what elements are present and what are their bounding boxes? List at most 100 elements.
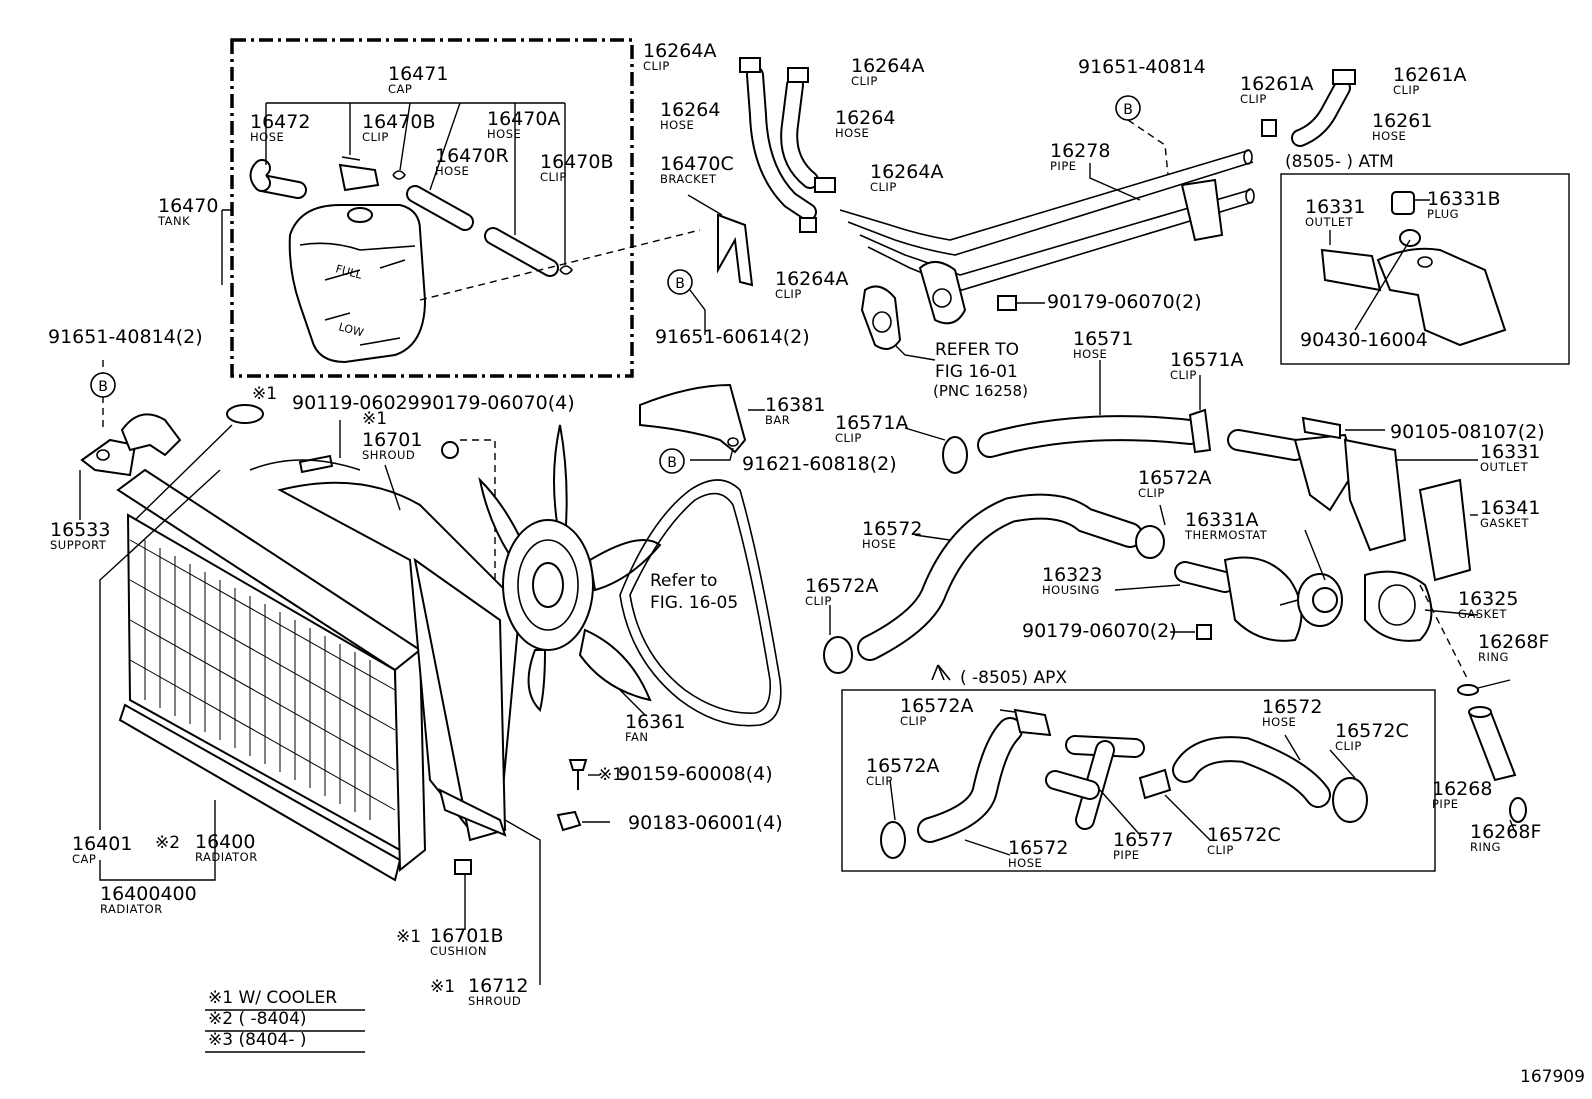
- apx-hoses[interactable]: [880, 708, 1368, 859]
- part-name: CLIP: [362, 130, 389, 144]
- part-number: 16278: [1050, 140, 1110, 162]
- part-number: 16470R: [435, 145, 509, 167]
- svg-text:Refer to: Refer to: [650, 571, 717, 591]
- part-name: HOSE: [435, 164, 469, 178]
- support-16533[interactable]: [80, 413, 182, 477]
- screw-90159[interactable]: [568, 759, 588, 790]
- b-marker-bar: B: [659, 448, 685, 474]
- part-number: 16261: [1372, 110, 1432, 132]
- tank-hose-16472[interactable]: [249, 159, 307, 199]
- clip-90183[interactable]: [556, 810, 582, 832]
- atm-label: (8505- ) ATM: [1285, 152, 1394, 172]
- thermostat-16331a[interactable]: [1279, 573, 1343, 627]
- lower-shroud-16712[interactable]: [438, 788, 507, 837]
- gasket-16325[interactable]: [1364, 570, 1433, 642]
- ring-16268f-2[interactable]: [1509, 797, 1527, 823]
- part-name: CLIP: [540, 170, 567, 184]
- part-name: GASKET: [1458, 607, 1507, 621]
- part-name: HOSE: [1262, 715, 1296, 729]
- part-number: 16701B: [430, 925, 503, 947]
- bracket-16470c[interactable]: [717, 213, 754, 287]
- clip-16470b[interactable]: [392, 170, 407, 180]
- water-outlet-16331[interactable]: [1227, 416, 1407, 552]
- part-number: 16381: [765, 394, 825, 416]
- label-90179-06070-2a: 90179-06070(2): [1047, 291, 1202, 313]
- part-number: 16572A: [1138, 467, 1211, 489]
- label-91651-40814-2: 91651-40814(2): [48, 326, 203, 348]
- ring-16268f-1[interactable]: [1457, 684, 1479, 696]
- svg-text:※3 (8404- ): ※3 (8404- ): [208, 1030, 307, 1050]
- part-number: 16400400: [100, 883, 197, 905]
- reservoir-tank[interactable]: FULL LOW: [288, 204, 427, 364]
- nut-90179[interactable]: [997, 295, 1017, 311]
- part-name: OUTLET: [1480, 460, 1529, 474]
- clip-16470b-2[interactable]: [559, 265, 574, 275]
- part-name: CAP: [388, 82, 412, 96]
- gasket-16341[interactable]: [1418, 478, 1472, 582]
- apx-pipe-16577[interactable]: [1045, 735, 1145, 830]
- pipe-16268[interactable]: [1468, 706, 1517, 782]
- part-number: 16470A: [487, 108, 560, 130]
- part-name: HOSE: [487, 127, 521, 141]
- part-number: 16261A: [1393, 64, 1466, 86]
- part-number: 16261A: [1240, 73, 1313, 95]
- bolt-90119[interactable]: [298, 454, 334, 474]
- part-number: 16472: [250, 111, 310, 133]
- radiator-cap-16401[interactable]: [226, 404, 264, 424]
- hose-16571[interactable]: [942, 408, 1212, 474]
- part-number: 16577: [1113, 829, 1173, 851]
- part-number: 16572A: [866, 755, 939, 777]
- part-number: 16264A: [643, 40, 716, 62]
- part-name: THERMOSTAT: [1184, 528, 1268, 542]
- label-90119-06029: 90119-06029: [292, 392, 420, 414]
- label-91651-60614: 91651-60614(2): [655, 326, 810, 348]
- nut-90179-4[interactable]: [441, 441, 459, 459]
- thermostat-housing-16323[interactable]: [1174, 556, 1303, 642]
- part-number: 16572A: [900, 695, 973, 717]
- bypass-hoses-16264[interactable]: [739, 57, 836, 233]
- water-pipe-16278[interactable]: [839, 149, 1255, 325]
- part-number: 16268F: [1470, 821, 1541, 843]
- part-name: HOSE: [1008, 856, 1042, 870]
- hose-16572-main[interactable]: [823, 493, 1165, 674]
- svg-text:FIG. 16-05: FIG. 16-05: [650, 593, 738, 613]
- part-name: HOUSING: [1042, 583, 1100, 597]
- part-name: CLIP: [1207, 843, 1234, 857]
- part-number: 16470B: [540, 151, 613, 173]
- nut-90179-2b[interactable]: [1196, 624, 1212, 640]
- hose-16261[interactable]: [1261, 69, 1356, 147]
- part-name: PLUG: [1427, 207, 1459, 221]
- outlet-atm[interactable]: [1320, 191, 1507, 347]
- part-name: CUSHION: [430, 944, 487, 958]
- part-name: CLIP: [870, 180, 897, 194]
- part-number: 16264A: [851, 55, 924, 77]
- part-number: 90119-06029: [292, 392, 420, 414]
- tank-cap[interactable]: [338, 156, 380, 192]
- radiator[interactable]: [116, 468, 427, 882]
- cooling-fan-16361[interactable]: [478, 424, 662, 712]
- part-number: 90179-06070(2): [1022, 620, 1177, 642]
- bar-16381[interactable]: [639, 383, 747, 454]
- cushion-16701b[interactable]: [454, 859, 472, 875]
- part-number: 16572: [1008, 837, 1068, 859]
- overflow-hoses[interactable]: [406, 185, 559, 277]
